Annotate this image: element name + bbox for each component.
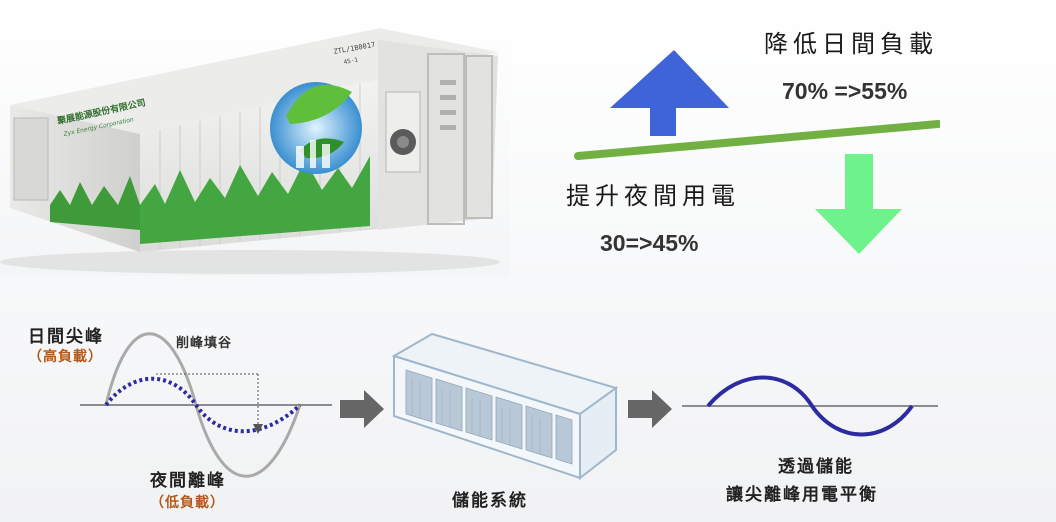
high-load-note: （高負載） xyxy=(28,349,103,365)
shaved-load-curve xyxy=(104,376,302,434)
energy-storage-container-photo: 聚展能源股份有限公司 Zyx Energy Corporation ZTL/1B… xyxy=(0,0,510,276)
reduce-daytime-load-label: 降低日間負載 xyxy=(764,30,938,58)
shave-down-arrow-icon xyxy=(253,424,263,434)
down-arrow-icon xyxy=(815,154,902,254)
balanced-load-curve xyxy=(682,375,938,437)
night-offpeak-label: 夜間離峰 xyxy=(150,471,226,491)
storage-system-illustration xyxy=(392,332,618,480)
night-usage-value: 30=>45% xyxy=(600,230,699,256)
peak-valley-curve xyxy=(80,332,332,478)
load-shift-graphic xyxy=(574,50,940,254)
raise-night-usage-label: 提升夜間用電 xyxy=(566,182,740,210)
storage-system-label: 儲能系統 xyxy=(452,491,528,511)
peak-shaving-label: 削峰填谷 xyxy=(176,336,233,351)
result-line-1: 透過儲能 xyxy=(778,457,854,477)
flow-arrow-icon-2 xyxy=(628,390,672,428)
daytime-load-value: 70% =>55% xyxy=(782,78,908,104)
up-arrow-icon xyxy=(610,50,729,136)
daytime-peak-label: 日間尖峰 xyxy=(28,327,104,347)
container-unit-no: 4S-1 xyxy=(343,56,359,65)
balanced-curve xyxy=(706,375,914,437)
low-load-note: （低負載） xyxy=(150,495,225,511)
flow-arrow-icon xyxy=(340,390,384,428)
result-line-2: 讓尖離峰用電平衡 xyxy=(726,485,878,505)
seesaw-bar xyxy=(574,120,940,160)
